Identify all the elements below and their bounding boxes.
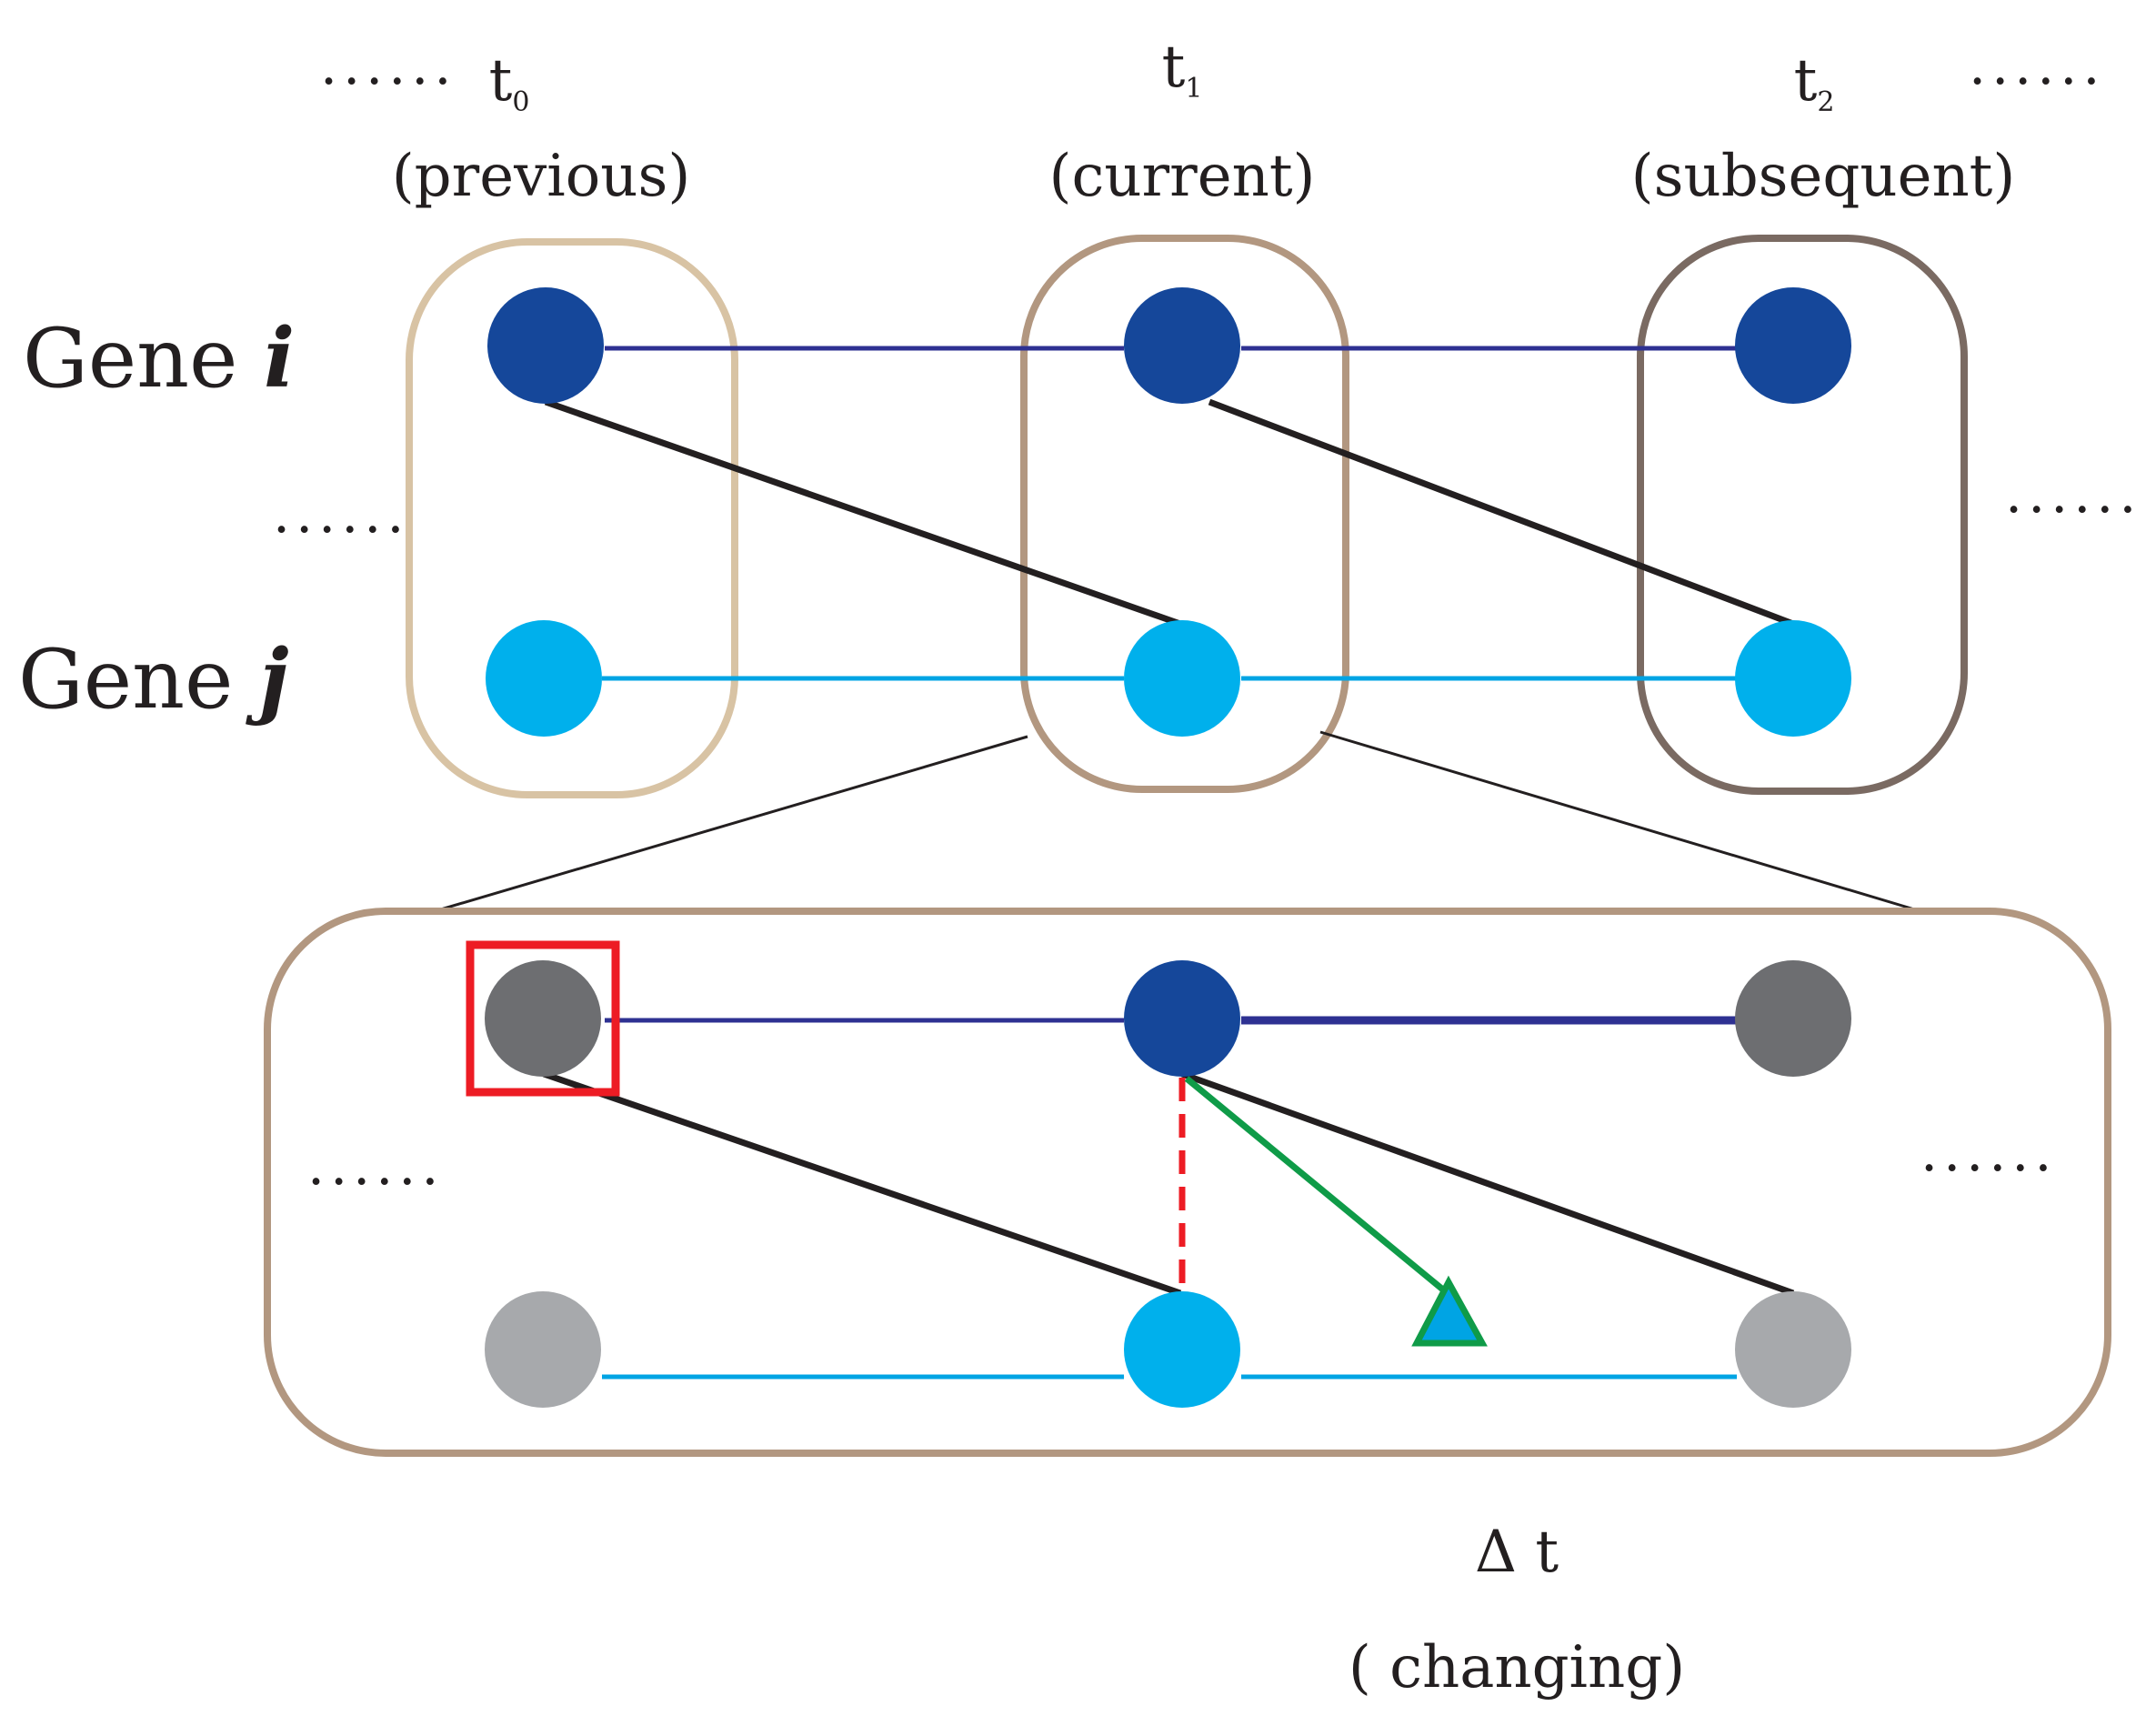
frame-subsequent bbox=[1637, 235, 1968, 795]
frame-zoomed-current bbox=[264, 908, 2111, 1457]
ellipsis-mid-right: ...... bbox=[2005, 462, 2141, 526]
ellipsis-mid-left: ...... bbox=[273, 482, 409, 546]
node-zoom-gene-j-curr bbox=[1124, 1291, 1240, 1408]
arrow-zoom-cross-curr-next bbox=[1180, 1070, 1795, 1297]
delta-label: Δ t bbox=[1475, 1519, 1559, 1586]
node-gene-i-t1 bbox=[1124, 287, 1240, 404]
gene-label-j-prefix: Gene bbox=[18, 632, 259, 728]
gene-label-i: Gene i bbox=[23, 310, 295, 406]
node-zoom-gene-i-prev bbox=[485, 960, 601, 1077]
zoom-line-right bbox=[1319, 730, 1921, 913]
ellipsis-top-right: ...... bbox=[1969, 34, 2105, 97]
node-zoom-gene-j-prev bbox=[485, 1291, 601, 1408]
node-zoom-gene-j-next bbox=[1735, 1291, 1851, 1408]
arrow-cross-t0-t1 bbox=[544, 398, 1182, 627]
time-symbol-t2: t bbox=[1794, 47, 1818, 115]
green-link-delta bbox=[1184, 1076, 1452, 1298]
delta-description: ( changing) bbox=[1349, 1634, 1685, 1701]
frame-previous bbox=[406, 238, 738, 798]
time-label-t0: t0 bbox=[489, 47, 530, 118]
arrow-cross-t1-t2 bbox=[1208, 398, 1795, 627]
node-gene-i-t0 bbox=[487, 287, 604, 404]
time-description-subsequent: (subsequent) bbox=[1631, 143, 2016, 210]
time-subscript-t2: 2 bbox=[1817, 86, 1834, 118]
ellipsis-bottom-left: ...... bbox=[307, 1134, 444, 1198]
node-gene-j-t1 bbox=[1124, 620, 1240, 737]
node-gene-j-t0 bbox=[486, 620, 602, 737]
node-gene-i-t2 bbox=[1735, 287, 1851, 404]
gene-label-i-var: i bbox=[264, 310, 295, 406]
arrow-zoom-cross-prev-curr bbox=[542, 1070, 1182, 1297]
time-label-t1: t1 bbox=[1162, 34, 1203, 105]
delta-triangle-icon bbox=[1411, 1275, 1488, 1347]
node-zoom-gene-i-curr bbox=[1124, 960, 1240, 1077]
time-description-current: (current) bbox=[1049, 143, 1316, 210]
time-subscript-t1: 1 bbox=[1185, 73, 1202, 105]
gene-label-i-prefix: Gene bbox=[23, 311, 264, 406]
node-zoom-gene-i-next bbox=[1735, 960, 1851, 1077]
time-symbol-t0: t bbox=[489, 47, 513, 115]
ellipsis-top-left: ...... bbox=[320, 34, 456, 97]
gene-label-j: Gene j bbox=[18, 631, 289, 728]
frame-current bbox=[1020, 235, 1349, 793]
time-description-previous: (previous) bbox=[392, 143, 691, 210]
node-gene-j-t2 bbox=[1735, 620, 1851, 737]
highlight-box bbox=[466, 940, 620, 1097]
time-symbol-t1: t bbox=[1162, 34, 1186, 101]
ellipsis-bottom-right: ...... bbox=[1920, 1120, 2057, 1184]
time-label-t2: t2 bbox=[1794, 47, 1835, 118]
time-subscript-t0: 0 bbox=[512, 86, 529, 118]
zoom-line-left bbox=[434, 735, 1028, 913]
